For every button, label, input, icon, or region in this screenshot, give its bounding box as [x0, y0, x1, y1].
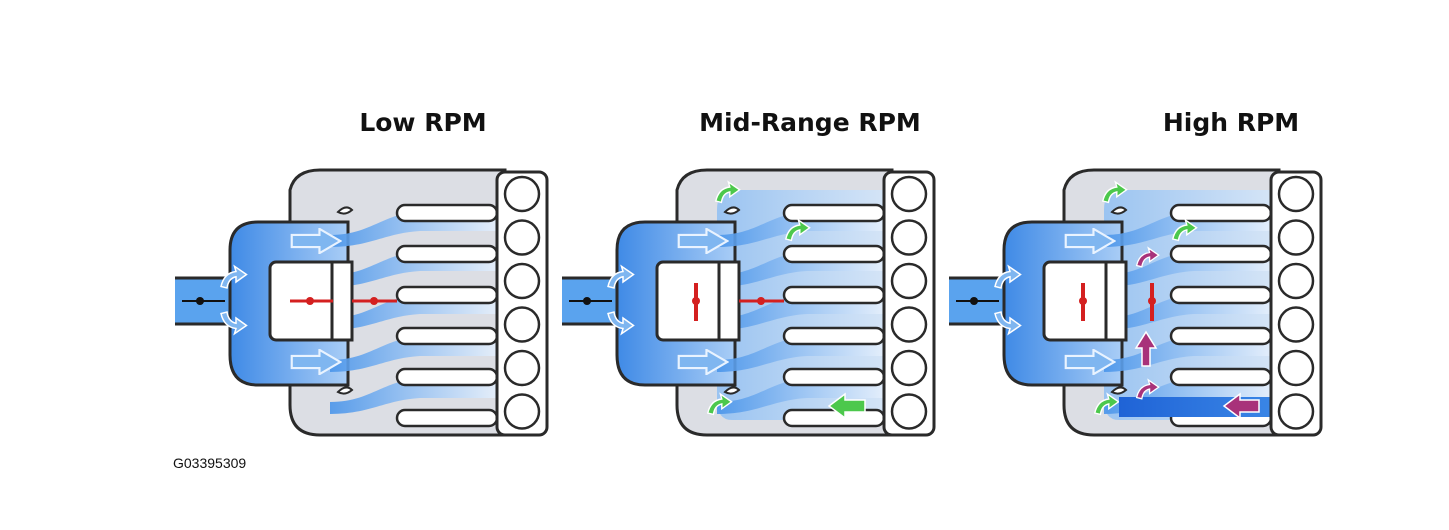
runner-slot-3	[1169, 285, 1273, 305]
green-flow-arrow-return	[827, 392, 866, 420]
runner-flow-5	[717, 378, 887, 414]
runner-slot-1	[395, 203, 499, 223]
runner-slot-2	[395, 244, 499, 264]
runner-slot-6	[395, 408, 499, 428]
divider-tab-bottom	[336, 386, 354, 395]
divider-tab-top	[1110, 206, 1128, 215]
cylinder-4	[1277, 306, 1315, 343]
runner-slot-2	[782, 244, 886, 264]
cylinder-6	[890, 393, 928, 430]
cylinder-4	[503, 306, 541, 343]
runner-slot-5	[395, 367, 499, 387]
divider-tab-top	[336, 206, 354, 215]
runner-slot-3	[395, 285, 499, 305]
throttle-pivot	[196, 297, 204, 305]
runner-slot-4	[395, 326, 499, 346]
cylinder-2	[890, 219, 928, 256]
runner-slot-4	[782, 326, 886, 346]
cylinder-3	[1277, 262, 1315, 300]
divider-tab-bottom	[1110, 386, 1128, 395]
runner-slot-6	[782, 408, 886, 428]
runner-slot-3	[782, 285, 886, 305]
runner-slot-4	[1169, 326, 1273, 346]
divider-tab-bottom	[723, 386, 741, 395]
cylinder-2	[1277, 219, 1315, 256]
magenta-flow-arrow-up	[1134, 330, 1158, 367]
cylinder-5	[890, 349, 928, 387]
throttle-pivot	[583, 297, 591, 305]
cylinder-1	[890, 175, 928, 213]
cylinder-3	[890, 262, 928, 300]
runner-slot-5	[782, 367, 886, 387]
panel-title-mid-range-rpm: Mid-Range RPM	[699, 108, 921, 137]
cylinder-6	[1277, 393, 1315, 430]
manifold-panel-2	[562, 168, 936, 437]
cylinder-4	[890, 306, 928, 343]
cylinder-6	[503, 393, 541, 430]
manifold-panel-3	[949, 168, 1323, 437]
cylinder-2	[503, 219, 541, 256]
magenta-flow-arrow-return	[1222, 392, 1260, 420]
figure-code: G03395309	[173, 455, 247, 471]
manifold-panel-1	[175, 168, 549, 437]
cylinder-5	[1277, 349, 1315, 387]
runner-slot-5	[1169, 367, 1273, 387]
runner-slot-2	[1169, 244, 1273, 264]
runner-flow-5	[330, 378, 500, 414]
throttle-pivot	[970, 297, 978, 305]
panel-title-low-rpm: Low RPM	[359, 108, 487, 137]
cylinder-1	[503, 175, 541, 213]
divider-tab-top	[723, 206, 741, 215]
cylinder-3	[503, 262, 541, 300]
cylinder-1	[1277, 175, 1315, 213]
panel-title-high-rpm: High RPM	[1162, 108, 1300, 137]
runner-slot-1	[782, 203, 886, 223]
runner-slot-1	[1169, 203, 1273, 223]
cylinder-5	[503, 349, 541, 387]
